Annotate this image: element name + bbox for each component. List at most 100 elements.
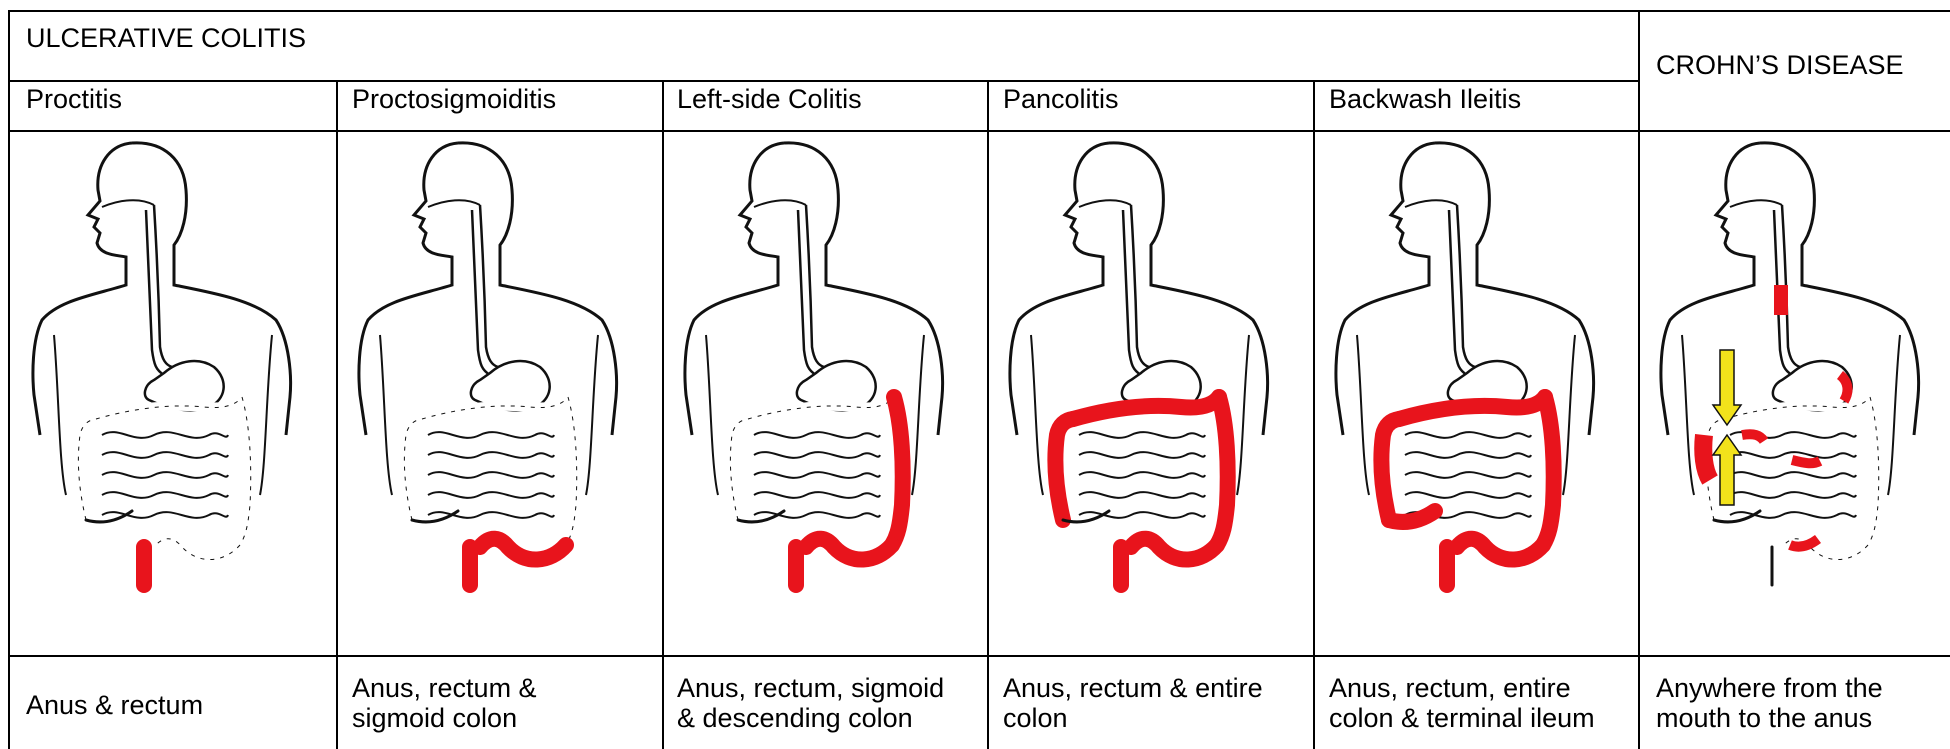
esophagus-right (1131, 205, 1149, 367)
intestine-coil (102, 432, 228, 438)
yellow-arrow-up (1713, 435, 1741, 505)
torso-right (260, 335, 272, 495)
small-intestine (754, 432, 880, 518)
cd-title: CROHN’S DISEASE (1656, 50, 1904, 80)
intestine-coil (1405, 452, 1531, 458)
descending-colon-segment (892, 397, 903, 545)
oral-cavity (1405, 200, 1457, 207)
descending-colon-segment (1543, 397, 1554, 545)
head-outline (685, 143, 784, 435)
col-name-left-side-colitis: Left-side Colitis (677, 84, 862, 114)
intestine-coil (102, 472, 228, 478)
transverse-colon-segment (1073, 397, 1219, 419)
small-intestine (102, 432, 228, 518)
sigmoid-colon-segment (1131, 539, 1217, 560)
sigmoid-colon-segment (806, 539, 892, 560)
ascending-colon-segment (1381, 419, 1399, 520)
intestine-coil (428, 432, 554, 438)
sigmoid-colon-segment (480, 539, 566, 560)
figure-left-side-colitis (666, 135, 984, 650)
esophagus-patch (1774, 285, 1788, 315)
transverse-colon-segment (1399, 397, 1545, 419)
figure-crohns (1642, 135, 1950, 650)
esophagus-right (480, 205, 498, 367)
torso-left (1357, 335, 1369, 495)
esophagus-right (1457, 205, 1475, 367)
desc-left-side-colitis: Anus, rectum, sigmoid & descending colon (677, 673, 944, 733)
intestine-coil (754, 432, 880, 438)
head-outline (33, 143, 132, 435)
torso-left (706, 335, 718, 495)
head-outline (1661, 143, 1760, 435)
intestine-coil (1079, 492, 1205, 498)
oral-cavity (102, 200, 154, 207)
body-outline-svg (1642, 135, 1950, 650)
col-name-backwash-ileitis: Backwash Ileitis (1329, 84, 1521, 114)
oral-cavity (1079, 200, 1131, 207)
esophagus-right (806, 205, 824, 367)
col-name-proctosigmoiditis: Proctosigmoiditis (352, 84, 556, 114)
oral-cavity (1730, 200, 1782, 207)
body-outline-svg (14, 135, 332, 650)
intestine-coil (1730, 472, 1856, 478)
head-outline (359, 143, 458, 435)
desc-crohns: Anywhere from the mouth to the anus (1656, 673, 1883, 733)
intestine-coil (428, 472, 554, 478)
uc-title: ULCERATIVE COLITIS (26, 23, 306, 53)
intestine-coil (1405, 492, 1531, 498)
desc-proctosigmoiditis: Anus, rectum & sigmoid colon (352, 673, 537, 733)
torso-right (1563, 335, 1575, 495)
table-border-top (8, 10, 1950, 12)
uc-header-rule (8, 80, 1640, 82)
col-divider-4 (1313, 80, 1315, 749)
oral-cavity (754, 200, 806, 207)
ascending-colon-inner (78, 419, 96, 520)
figure-bottom-rule (8, 655, 1950, 657)
intestine-coil (102, 492, 228, 498)
figure-proctitis (14, 135, 332, 650)
ascending-colon-inner (730, 419, 748, 520)
intestine-coil (1079, 472, 1205, 478)
col-name-pancolitis: Pancolitis (1003, 84, 1119, 114)
desc-proctitis: Anus & rectum (26, 690, 203, 720)
intestine-coil (102, 452, 228, 458)
small-intestine (428, 432, 554, 518)
descending-colon-inner (240, 397, 251, 545)
col-divider-1 (336, 80, 338, 749)
descending-colon-segment (1217, 397, 1228, 545)
intestine-coil (428, 452, 554, 458)
col-divider-3 (987, 80, 989, 749)
small-bowel-patch (1792, 460, 1820, 463)
ascending-patch (1703, 435, 1710, 480)
descending-colon-inner (566, 397, 577, 545)
intestine-coil (754, 492, 880, 498)
torso-right (1888, 335, 1900, 495)
oral-cavity (428, 200, 480, 207)
torso-right (1237, 335, 1249, 495)
torso-left (54, 335, 66, 495)
intestine-coil (1405, 432, 1531, 438)
body-outline-svg (666, 135, 984, 650)
head-outline (1010, 143, 1109, 435)
intestine-coil (428, 492, 554, 498)
head-outline (1336, 143, 1435, 435)
col-name-proctitis: Proctitis (26, 84, 122, 114)
torso-left (380, 335, 392, 495)
figure-pancolitis (991, 135, 1309, 650)
desc-backwash-ileitis: Anus, rectum, entire colon & terminal il… (1329, 673, 1595, 733)
body-outline-svg (1317, 135, 1635, 650)
ascending-colon-inner (404, 419, 422, 520)
small-intestine (1079, 432, 1205, 518)
ileum-patch (1742, 434, 1764, 441)
small-intestine (1730, 432, 1856, 518)
torso-left (1031, 335, 1043, 495)
small-intestine (1405, 432, 1531, 518)
intestine-coil (1730, 492, 1856, 498)
desc-pancolitis: Anus, rectum & entire colon (1003, 673, 1263, 733)
sigmoid-colon-segment (1457, 539, 1543, 560)
intestine-coil (1079, 432, 1205, 438)
intestine-coil (1405, 472, 1531, 478)
col-divider-5 (1638, 10, 1640, 749)
ascending-colon-segment (1055, 419, 1073, 520)
